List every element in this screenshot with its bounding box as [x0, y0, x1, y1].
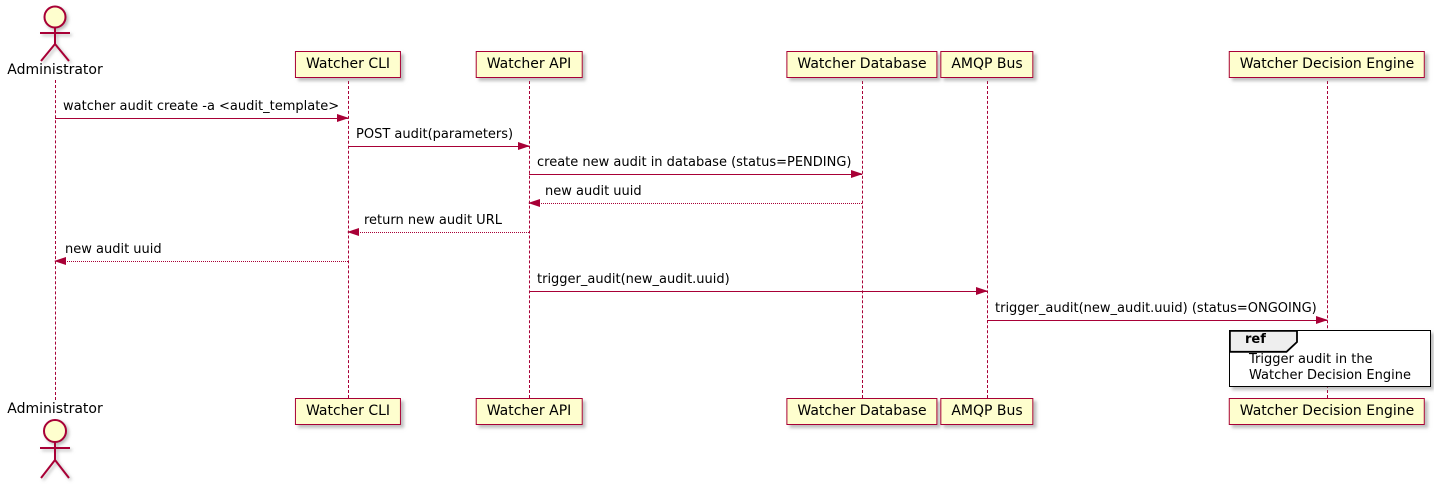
participant-top-amqp-bus: AMQP Bus: [940, 51, 1034, 78]
lifeline-watcher-cli: [347, 81, 349, 398]
arrowhead-left-icon: [347, 228, 359, 236]
participant-top-watcher-database: Watcher Database: [786, 51, 938, 78]
lifeline-watcher-api: [528, 81, 530, 398]
message-label: trigger_audit(new_audit.uuid): [537, 272, 730, 287]
participant-bottom-watcher-api: Watcher API: [475, 398, 583, 425]
message-label: new audit uuid: [545, 184, 642, 199]
message-label: return new audit URL: [364, 213, 502, 228]
ref-keyword: ref: [1245, 332, 1266, 347]
message-line: [55, 118, 348, 119]
participant-top-watcher-decision-engine: Watcher Decision Engine: [1228, 51, 1426, 78]
participant-top-watcher-cli: Watcher CLI: [294, 51, 402, 78]
actor-icon: [40, 419, 70, 479]
message-line: [348, 232, 529, 233]
message-line: [529, 203, 862, 204]
arrowhead-left-icon: [528, 199, 540, 207]
ref-text-line1: Trigger audit in the: [1249, 352, 1373, 367]
message-label: trigger_audit(new_audit.uuid) (status=ON…: [995, 301, 1317, 316]
actor-icon: [40, 5, 70, 62]
message-label: POST audit(parameters): [356, 127, 514, 142]
arrowhead-left-icon: [54, 257, 66, 265]
arrowhead-right-icon: [337, 114, 349, 122]
ref-tab-icon: [1229, 330, 1298, 353]
message-label: watcher audit create -a <audit_template>: [63, 99, 340, 114]
actor-label-bottom: Administrator: [7, 401, 103, 417]
message-label: new audit uuid: [65, 242, 162, 257]
message-line: [529, 174, 862, 175]
message-line: [55, 261, 348, 262]
participant-top-watcher-api: Watcher API: [475, 51, 583, 78]
participant-bottom-watcher-cli: Watcher CLI: [294, 398, 402, 425]
message-line: [529, 291, 987, 292]
lifeline-watcher-decision-engine: [1326, 81, 1328, 398]
arrowhead-right-icon: [976, 287, 988, 295]
arrowhead-right-icon: [518, 142, 530, 150]
participant-bottom-watcher-decision-engine: Watcher Decision Engine: [1228, 398, 1426, 425]
message-line: [987, 320, 1327, 321]
lifeline-amqp-bus: [986, 81, 988, 398]
message-line: [348, 146, 529, 147]
arrowhead-right-icon: [851, 170, 863, 178]
participant-bottom-amqp-bus: AMQP Bus: [940, 398, 1034, 425]
ref-body: Trigger audit in the Watcher Decision En…: [1249, 352, 1411, 384]
actor-label-top: Administrator: [7, 62, 103, 78]
message-label: create new audit in database (status=PEN…: [537, 155, 852, 170]
ref-frame: ref Trigger audit in the Watcher Decisio…: [1229, 330, 1431, 387]
ref-text-line2: Watcher Decision Engine: [1249, 368, 1411, 383]
participant-bottom-watcher-database: Watcher Database: [786, 398, 938, 425]
lifeline-watcher-database: [861, 81, 863, 398]
arrowhead-right-icon: [1316, 316, 1328, 324]
lifeline-administrator: [54, 80, 56, 400]
